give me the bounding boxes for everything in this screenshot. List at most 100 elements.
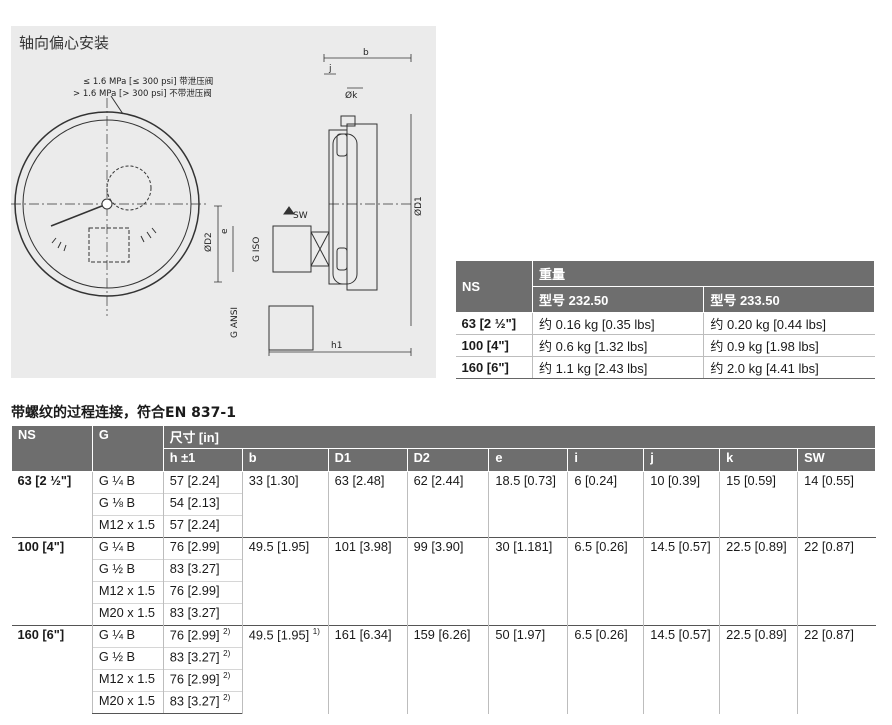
dims-h: 83 [3.27] (162, 559, 243, 582)
dims-h-cell: 83 [3.27] 2) (162, 691, 243, 714)
dims-sw: 22 [0.87] (797, 625, 876, 714)
footnote-ref: 2) (223, 693, 231, 702)
dim-h1: h1 (331, 341, 342, 351)
weight-ns: 100 [4"] (455, 334, 533, 357)
dims-h: 57 [2.24] (162, 471, 243, 494)
dims-h: 76 [2.99] (169, 627, 220, 643)
weight-table: NS 重量 型号 232.50 型号 233.50 63 [2 ½"] 约 0.… (455, 260, 875, 379)
dims-j: 10 [0.39] (643, 471, 720, 538)
dims-h: 83 [3.27] (169, 693, 220, 709)
drawing-title: 轴向偏心安装 (19, 34, 110, 52)
dims-d1: 161 [6.34] (327, 625, 408, 714)
dims-d2: 62 [2.44] (406, 471, 489, 538)
socket-hidden (88, 227, 130, 263)
dims-sw: 22 [0.87] (797, 537, 876, 626)
dims-b: 49.5 [1.95] (248, 627, 310, 643)
dims-h-cell: 83 [3.27] 2) (162, 647, 243, 670)
dims-h: 54 [2.13] (162, 493, 243, 516)
footnote-ref: 2) (223, 649, 231, 658)
dims-b-cell: 49.5 [1.95] 1) (241, 625, 329, 714)
dims-ns: 63 [2 ½"] (11, 471, 93, 538)
footnote-ref: 2) (223, 671, 231, 680)
dims-header-g: G (91, 425, 164, 472)
dims-sw: 14 [0.55] (797, 471, 876, 538)
dim-sw: SW (293, 211, 308, 221)
valve-circle (106, 165, 152, 211)
dims-b: 49.5 [1.95] (241, 537, 329, 626)
table-row: M12 x 1.5 76 [2.99] (12, 581, 876, 604)
gauge-bezel (346, 123, 378, 291)
dims-g: G ⅛ B (91, 493, 164, 516)
dims-d2: 99 [3.90] (406, 537, 489, 626)
dim-d2: ØD2 (203, 232, 214, 252)
weight-model-1: 约 0.16 kg [0.35 lbs] (531, 312, 704, 335)
weight-model-2: 约 2.0 kg [4.41 lbs] (703, 356, 875, 379)
table-row: M12 x 1.5 76 [2.99] 2) (12, 669, 876, 692)
weight-header-model-2: 型号 233.50 (703, 286, 875, 313)
dims-j: 14.5 [0.57] (643, 625, 720, 714)
dims-d1: 63 [2.48] (327, 471, 408, 538)
dims-g: M12 x 1.5 (91, 581, 164, 604)
dims-g: M12 x 1.5 (91, 515, 164, 538)
dims-ns: 160 [6"] (11, 625, 93, 714)
footnote-ref: 1) (312, 627, 320, 636)
valve-note-line-2: > 1.6 MPa [> 300 psi] 不带泄压阀 (73, 88, 212, 99)
dims-h: 76 [2.99] (169, 671, 220, 687)
table-row: 63 [2 ½"] 约 0.16 kg [0.35 lbs] 约 0.20 kg… (455, 312, 875, 335)
weight-model-1: 约 0.6 kg [1.32 lbs] (531, 334, 704, 357)
table-row: 160 [6"] G ¼ B 76 [2.99] 2) 49.5 [1.95] … (11, 625, 876, 714)
dims-e: 18.5 [0.73] (488, 471, 568, 538)
dim-b: b (363, 48, 369, 58)
dims-g: G ¼ B (91, 471, 164, 494)
table-row: 100 [4"] G ¼ B 76 [2.99] 49.5 [1.95] 101… (11, 537, 876, 626)
dims-h-cell: 76 [2.99] 2) (162, 669, 243, 692)
dims-col-k: k (719, 448, 799, 472)
dims-col-e: e (488, 448, 569, 472)
gauge-case (328, 129, 348, 285)
dims-g: G ½ B (91, 559, 164, 582)
ansi-connection (268, 305, 314, 351)
weight-ns: 160 [6"] (455, 356, 533, 379)
dims-section-title: 带螺纹的过程连接，符合EN 837-1 (11, 405, 236, 421)
dims-col-j: j (643, 448, 721, 472)
dims-g: G ½ B (91, 647, 164, 670)
dims-h: 57 [2.24] (162, 515, 243, 538)
dims-header-dims: 尺寸 [in] (162, 425, 877, 449)
dims-d1: 101 [3.98] (327, 537, 408, 626)
table-row: M12 x 1.5 57 [2.24] (12, 515, 876, 538)
weight-header-weight: 重量 (532, 260, 875, 287)
dims-j: 14.5 [0.57] (643, 537, 720, 626)
table-row: M20 x 1.5 83 [3.27] (12, 603, 876, 626)
dims-ns: 100 [4"] (11, 537, 93, 626)
dims-g: G ¼ B (91, 537, 164, 560)
table-row: 100 [4"] 约 0.6 kg [1.32 lbs] 约 0.9 kg [1… (455, 334, 875, 357)
dims-e: 50 [1.97] (488, 625, 568, 714)
process-connection (272, 225, 312, 273)
dims-e: 30 [1.181] (488, 537, 568, 626)
dims-h: 83 [3.27] (169, 649, 220, 665)
dimensions-table: NS G 尺寸 [in] h ±1 b D1 D2 e i j k SW 63 … (11, 425, 877, 714)
valve-note-line-1: ≤ 1.6 MPa [≤ 300 psi] 带泄压阀 (83, 76, 213, 87)
dims-g: M20 x 1.5 (91, 603, 164, 626)
dims-i: 6 [0.24] (567, 471, 644, 538)
dims-h: 76 [2.99] (162, 581, 243, 604)
weight-model-1: 约 1.1 kg [2.43 lbs] (531, 356, 704, 379)
dims-b: 33 [1.30] (241, 471, 329, 538)
dims-col-i: i (567, 448, 645, 472)
weight-header-ns: NS (455, 260, 533, 313)
dims-col-h: h ±1 (162, 448, 243, 472)
weight-model-2: 约 0.9 kg [1.98 lbs] (703, 334, 875, 357)
table-row: 160 [6"] 约 1.1 kg [2.43 lbs] 约 2.0 kg [4… (455, 356, 875, 379)
dims-d2: 159 [6.26] (406, 625, 489, 714)
footnote-ref: 2) (223, 627, 231, 636)
table-row: G ½ B 83 [3.27] (12, 559, 876, 582)
dims-i: 6.5 [0.26] (567, 625, 644, 714)
dim-k: Øk (345, 90, 358, 101)
dim-g-iso: G ISO (252, 237, 262, 262)
dims-col-sw: SW (797, 448, 876, 472)
gauge-pointer (50, 203, 108, 227)
dims-col-d2: D2 (406, 448, 490, 472)
dims-col-b: b (241, 448, 329, 472)
table-row: G ½ B 83 [3.27] 2) (12, 647, 876, 670)
dim-g-ansi: G ANSI (230, 307, 240, 338)
